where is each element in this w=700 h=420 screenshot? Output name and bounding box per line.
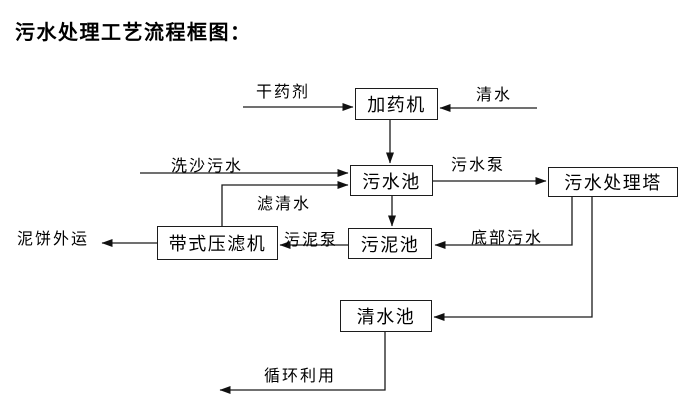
label-sludge-pump: 污泥泵 — [284, 230, 339, 249]
label-recycle-use: 循环利用 — [264, 366, 337, 385]
label-dry-agent: 干药剂 — [256, 82, 311, 101]
label-mud-cake-out: 泥饼外运 — [17, 229, 90, 248]
label-filtered-water: 滤清水 — [257, 194, 312, 213]
node-dosing-machine: 加药机 — [355, 88, 438, 120]
node-sewage-pool: 污水池 — [350, 165, 433, 196]
node-clean-water-pool: 清水池 — [340, 300, 432, 332]
node-treatment-tower: 污水处理塔 — [548, 167, 678, 197]
label-sand-wash: 洗沙污水 — [171, 156, 244, 175]
label-clean-water: 清水 — [476, 85, 513, 104]
label-bottom-sewage: 底部污水 — [471, 228, 544, 247]
label-sewage-pump: 污水泵 — [451, 155, 506, 174]
page-title: 污水处理工艺流程框图： — [15, 20, 252, 44]
node-belt-filter-press: 带式压滤机 — [157, 226, 278, 260]
edge-tower-to-clean-arrow — [433, 197, 593, 321]
node-sludge-pool: 污泥池 — [348, 228, 432, 259]
